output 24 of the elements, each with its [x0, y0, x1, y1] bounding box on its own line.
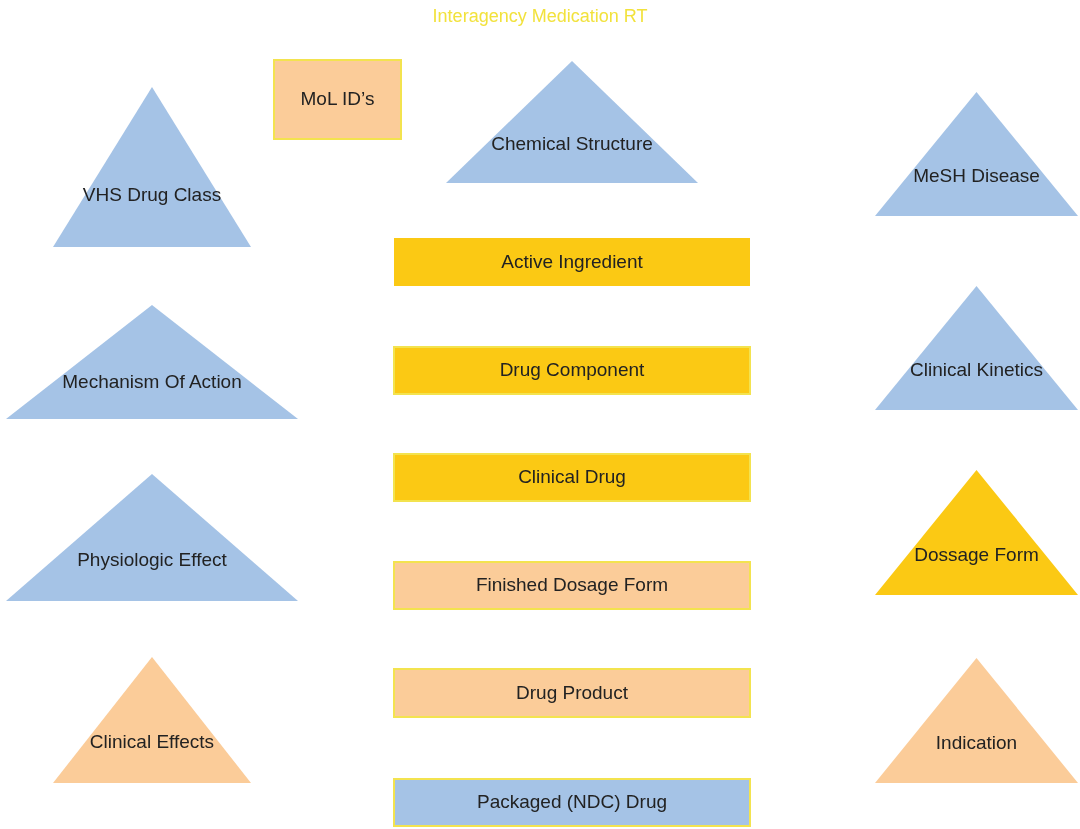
node-label: MeSH Disease	[913, 163, 1040, 188]
node-label: Drug Component	[499, 358, 645, 383]
node-label: Dossage Form	[914, 542, 1039, 567]
node-label: Mechanism Of Action	[62, 370, 242, 395]
node-label: VHS Drug Class	[82, 183, 222, 208]
node-label: Clinical Effects	[89, 730, 215, 755]
node-label: Clinical Kinetics	[909, 357, 1043, 382]
category-box	[393, 668, 751, 718]
category-box	[393, 561, 751, 610]
node-label: Finished Dosage Form	[475, 573, 669, 598]
diagram-title: Interagency Medication RT	[431, 6, 649, 27]
node-label: MoL ID’s	[300, 87, 375, 112]
node-label: Clinical Drug	[518, 465, 626, 490]
node-label: Packaged (NDC) Drug	[476, 790, 668, 815]
node-label: Indication	[935, 730, 1018, 755]
node-label: Drug Product	[516, 680, 628, 705]
node-label: Physiologic Effect	[77, 548, 227, 572]
category-box	[393, 778, 751, 827]
category-box	[393, 346, 751, 395]
category-box	[394, 238, 750, 286]
node-label: Chemical Structure	[491, 131, 653, 156]
category-box	[393, 453, 751, 502]
category-box	[273, 59, 402, 140]
node-label: Active Ingredient	[501, 249, 643, 274]
